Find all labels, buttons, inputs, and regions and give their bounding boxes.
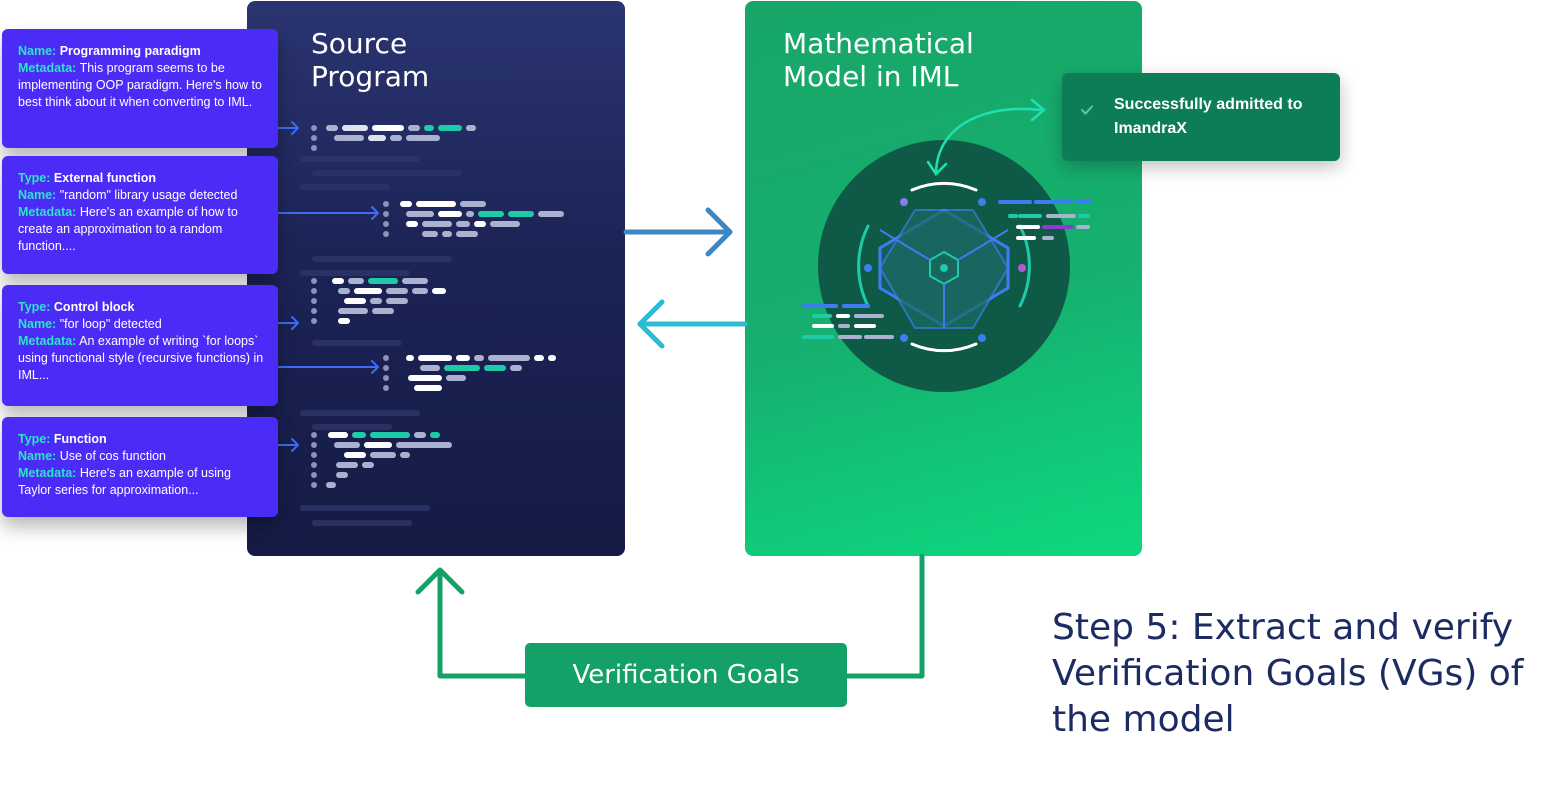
card-programming-paradigm: Name: Programming paradigm Metadata: Thi… (2, 29, 278, 148)
card-type-line: Type: External function (18, 170, 264, 187)
card-name-key: Name: (18, 449, 57, 463)
card-external-function: Type: External function Name: "random" l… (2, 156, 278, 274)
card-type-key: Type: (18, 432, 51, 446)
step-description: Step 5: Extract and verify Verification … (1052, 607, 1524, 740)
card-name-value: "for loop" detected (59, 317, 162, 331)
check-icon (1081, 105, 1093, 115)
verification-goals-box: Verification Goals (525, 643, 847, 707)
source-program-title: Source Program (311, 27, 430, 93)
model-panel-title: Mathematical Model in IML (783, 27, 974, 93)
verification-loop-arrow (415, 553, 925, 679)
card-metadata-line: Metadata: An example of writing `for loo… (18, 333, 264, 384)
card-type-value: Function (53, 432, 107, 446)
card-name-value: Use of cos function (59, 449, 167, 463)
card-name-line: Name: Use of cos function (18, 448, 264, 465)
card-function: Type: Function Name: Use of cos function… (2, 417, 278, 517)
card-metadata-key: Metadata: (18, 466, 77, 480)
card-metadata-value: Here's an example of how to create an ap… (18, 205, 238, 253)
card-type-line: Type: Control block (18, 299, 264, 316)
card-type-key: Type: (18, 171, 51, 185)
card-metadata-line: Metadata: This program seems to be imple… (18, 60, 264, 111)
card-metadata-value: Here's an example of using Taylor series… (18, 466, 231, 497)
card-name-key: Name: (18, 188, 57, 202)
card-type-value: External function (53, 171, 156, 185)
card-metadata-key: Metadata: (18, 205, 77, 219)
card-type-line: Type: Function (18, 431, 264, 448)
card-name-line: Name: "random" library usage detected (18, 187, 264, 204)
card-metadata-line: Metadata: Here's an example of how to cr… (18, 204, 264, 255)
card-type-value: Control block (53, 300, 135, 314)
card-name-value: "random" library usage detected (59, 188, 238, 202)
card-metadata-key: Metadata: (18, 61, 77, 75)
source-code-illustration (300, 125, 564, 526)
model-emblem (802, 98, 1092, 392)
card-name-value: Programming paradigm (59, 44, 201, 58)
card-type-key: Type: (18, 300, 51, 314)
admitted-text: Successfully admitted to ImandraX (1114, 96, 1303, 137)
card-name-line: Name: Programming paradigm (18, 43, 264, 60)
panel-arrows (623, 207, 748, 349)
card-metadata-value: This program seems to be implementing OO… (18, 61, 262, 109)
verification-goals-label: Verification Goals (572, 660, 800, 690)
admitted-status-box: Successfully admitted to ImandraX (1062, 73, 1340, 161)
card-connector-arrows (277, 121, 380, 452)
card-name-key: Name: (18, 44, 57, 58)
card-name-line: Name: "for loop" detected (18, 316, 264, 333)
card-metadata-line: Metadata: Here's an example of using Tay… (18, 465, 264, 499)
source-program-panel: Source Program (247, 1, 625, 556)
card-name-key: Name: (18, 317, 57, 331)
card-control-block: Type: Control block Name: "for loop" det… (2, 285, 278, 406)
arrow-left (637, 299, 748, 349)
card-metadata-value: An example of writing `for loops` using … (18, 334, 264, 382)
card-metadata-key: Metadata: (18, 334, 77, 348)
arrow-right (623, 207, 733, 257)
